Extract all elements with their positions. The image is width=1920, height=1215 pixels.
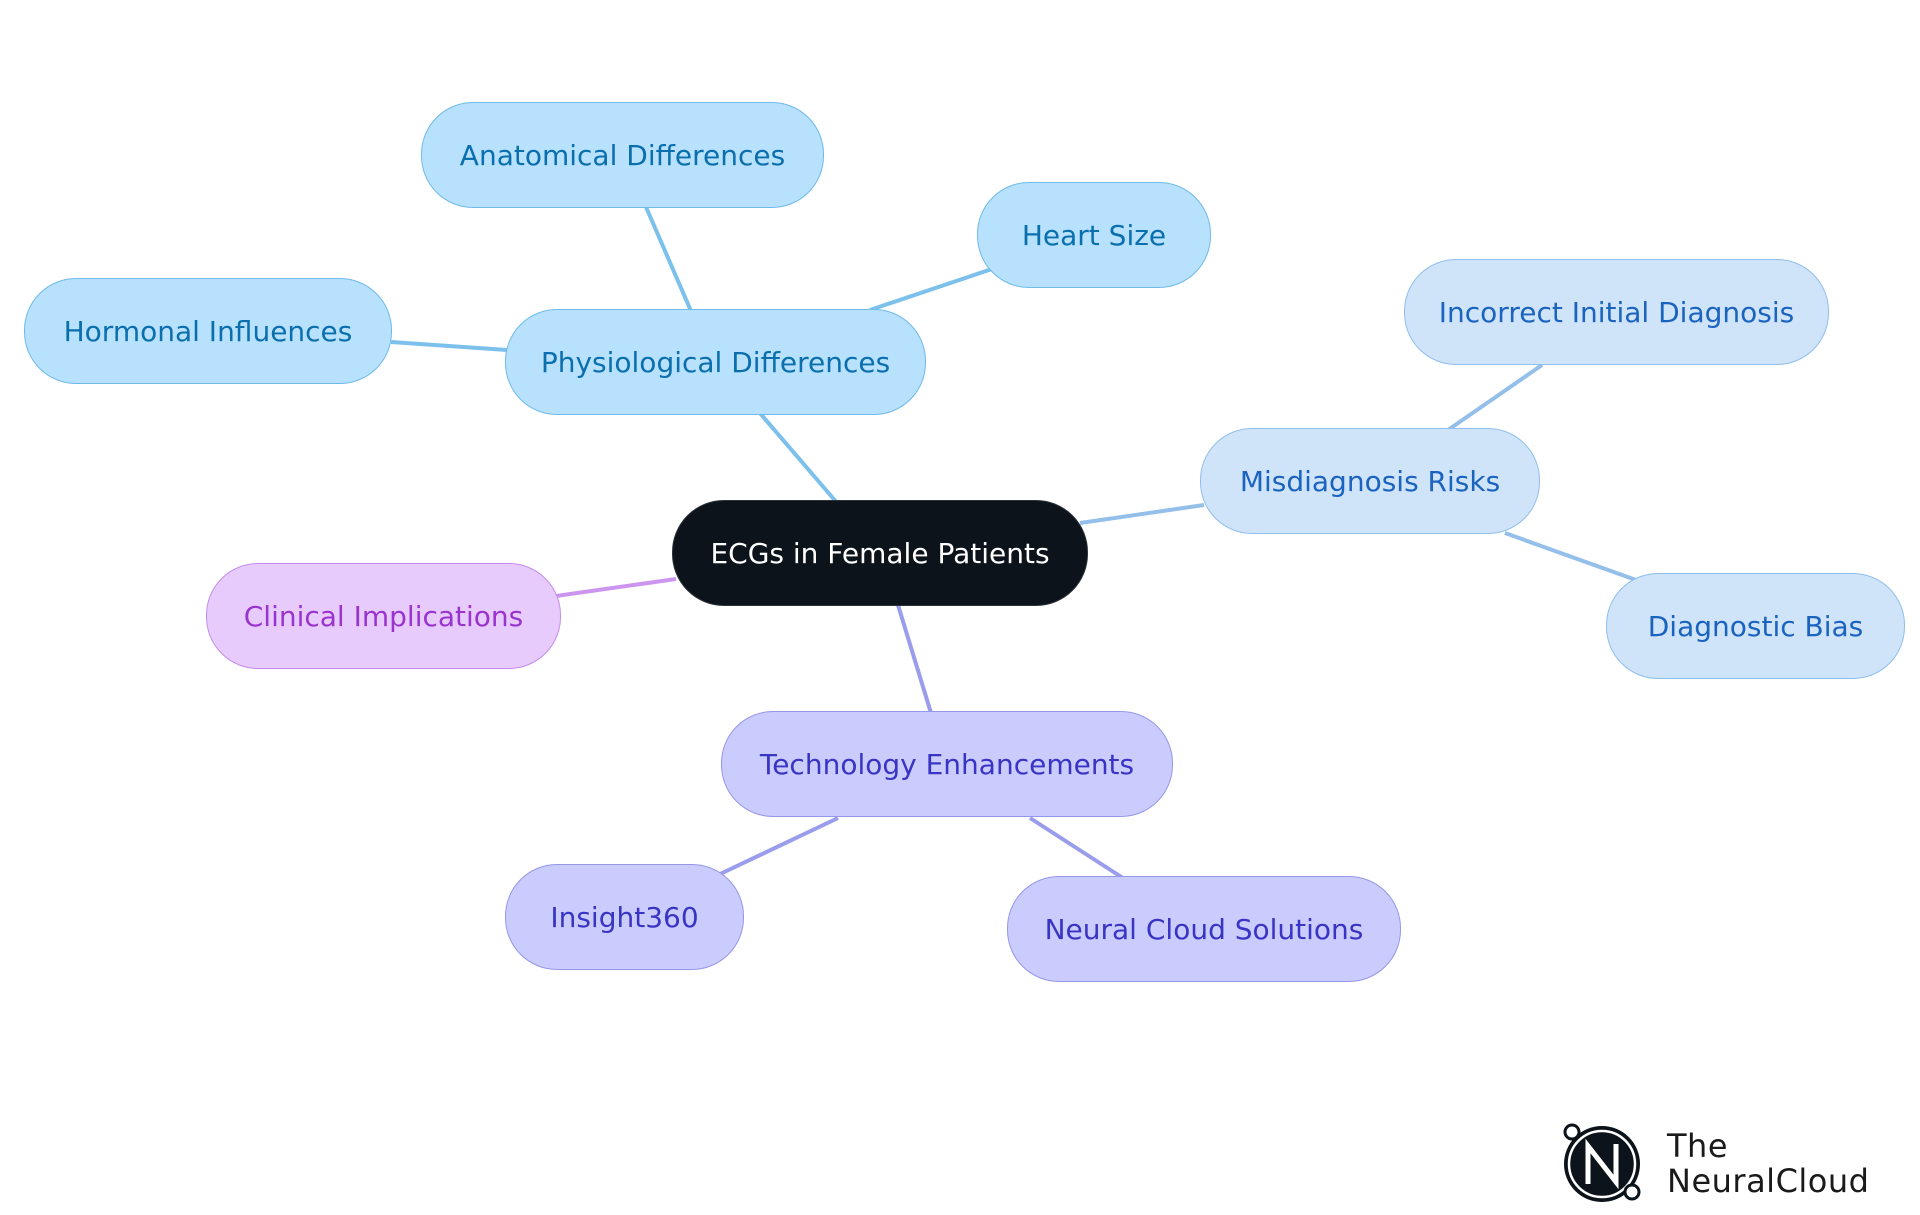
node-clinical-implications-label: Clinical Implications <box>243 599 524 633</box>
logo-text-the: The <box>1667 1127 1729 1165</box>
edge-central-technology <box>896 604 933 714</box>
edge-misdiagnosis-incorrect <box>1446 363 1544 432</box>
node-clinical-implications[interactable]: Clinical Implications <box>206 563 561 669</box>
edge-misdiagnosis-bias <box>1504 531 1637 582</box>
edge-central-misdiagnosis <box>1079 503 1205 525</box>
edge-technology-neural-cloud <box>1028 816 1128 882</box>
edge-central-physiological <box>757 410 840 506</box>
node-hormonal-influences[interactable]: Hormonal Influences <box>24 278 392 384</box>
node-neural-cloud-solutions[interactable]: Neural Cloud Solutions <box>1007 876 1401 982</box>
node-misdiagnosis-risks[interactable]: Misdiagnosis Risks <box>1200 428 1540 534</box>
node-neural-cloud-solutions-label: Neural Cloud Solutions <box>1044 912 1364 946</box>
node-diagnostic-bias[interactable]: Diagnostic Bias <box>1606 573 1905 679</box>
node-diagnostic-bias-label: Diagnostic Bias <box>1647 609 1864 643</box>
neuralcloud-logo: The NeuralCloud <box>1560 1120 1890 1210</box>
node-insight360[interactable]: Insight360 <box>505 864 744 970</box>
node-hormonal-influences-label: Hormonal Influences <box>63 314 353 348</box>
edge-central-clinical <box>555 577 677 598</box>
node-incorrect-initial-diagnosis-label: Incorrect Initial Diagnosis <box>1438 295 1795 329</box>
node-technology-enhancements[interactable]: Technology Enhancements <box>721 711 1173 817</box>
node-technology-enhancements-label: Technology Enhancements <box>759 747 1135 781</box>
node-insight360-label: Insight360 <box>550 900 699 934</box>
node-physiological-differences[interactable]: Physiological Differences <box>505 309 926 415</box>
node-incorrect-initial-diagnosis[interactable]: Incorrect Initial Diagnosis <box>1404 259 1829 365</box>
edge-physiological-hormonal <box>390 340 508 352</box>
node-physiological-differences-label: Physiological Differences <box>540 345 891 379</box>
logo-text-neuralcloud: NeuralCloud <box>1667 1162 1870 1200</box>
central-node-label: ECGs in Female Patients <box>710 536 1050 570</box>
node-anatomical-differences[interactable]: Anatomical Differences <box>421 102 824 208</box>
central-node[interactable]: ECGs in Female Patients <box>672 500 1088 606</box>
node-heart-size[interactable]: Heart Size <box>977 182 1211 288</box>
node-misdiagnosis-risks-label: Misdiagnosis Risks <box>1239 464 1501 498</box>
neuralcloud-logo-icon <box>1563 1123 1641 1202</box>
node-heart-size-label: Heart Size <box>1021 218 1167 252</box>
edge-physiological-heart-size <box>869 267 993 312</box>
edge-technology-insight360 <box>717 816 839 877</box>
edge-physiological-anatomical <box>644 206 693 312</box>
node-anatomical-differences-label: Anatomical Differences <box>459 138 786 172</box>
